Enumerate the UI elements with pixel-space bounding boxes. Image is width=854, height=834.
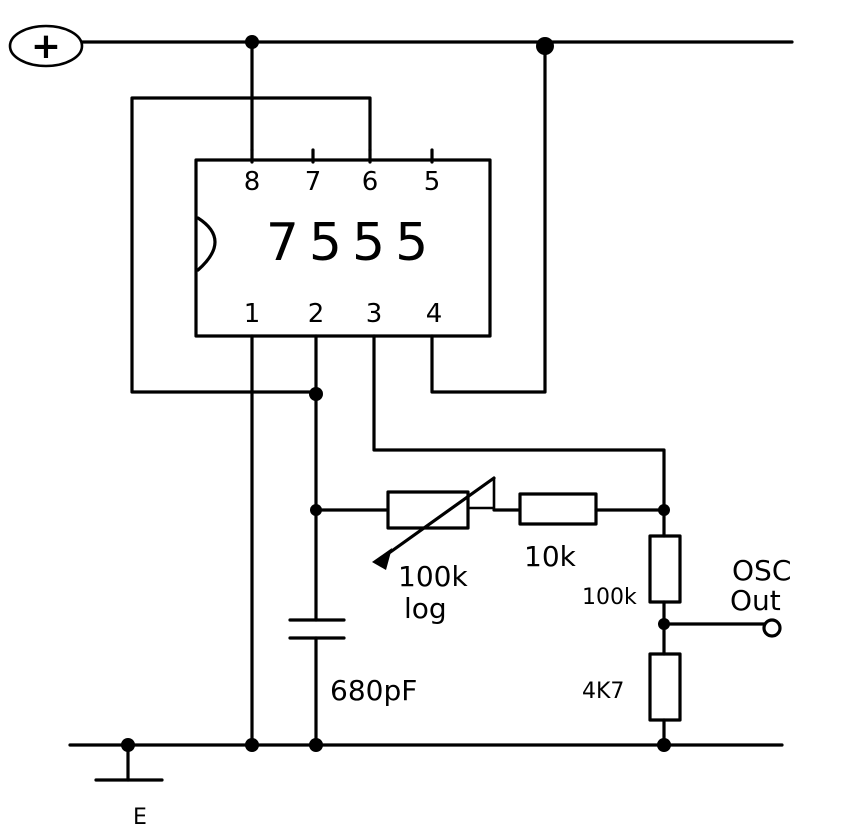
positive-supply-terminal: + [8, 24, 84, 68]
osc-out-label-1: OSC [732, 554, 791, 587]
ic-body [194, 158, 492, 338]
resistor-100k-divider: 100k [582, 534, 682, 610]
pin-3-label: 3 [366, 299, 383, 329]
pin-8-label: 8 [244, 167, 261, 197]
osc-out-label-2: Out [730, 584, 781, 617]
wire-pin3-output [372, 334, 666, 512]
resistor-4k7-value: 4K7 [582, 679, 624, 704]
wire-supply-reset [430, 40, 547, 394]
pin-4-label: 4 [426, 299, 443, 329]
ground-symbol: E [94, 743, 164, 830]
pin-6-label: 6 [362, 167, 379, 197]
resistor-10k-value: 10k [524, 540, 577, 573]
junction-dots [121, 35, 671, 752]
resistor-4k7: 4K7 [582, 652, 682, 722]
potentiometer-100k-log: 100k log [372, 476, 496, 625]
resistor-10k: 10k [518, 492, 598, 573]
pin-7-label: 7 [305, 167, 322, 197]
pin-1-label: 1 [244, 299, 261, 329]
pin-5-label: 5 [424, 167, 441, 197]
osc-out-terminal [762, 618, 782, 638]
positive-symbol: + [31, 26, 61, 67]
ic-7555: 7555 8 7 6 5 1 2 3 4 [194, 148, 492, 338]
ground-symbol-label: E [133, 805, 147, 830]
capacitor-value: 680pF [330, 674, 417, 707]
pot-taper: log [404, 592, 447, 625]
resistor-100k-value: 100k [582, 585, 637, 610]
ic-part-label: 7555 [266, 213, 438, 273]
capacitor-680pf: 680pF [288, 618, 417, 747]
pot-value: 100k [398, 560, 468, 593]
pin-2-label: 2 [308, 299, 325, 329]
wire-pin6-threshold-loop [130, 96, 372, 394]
ic-notch [196, 216, 217, 272]
